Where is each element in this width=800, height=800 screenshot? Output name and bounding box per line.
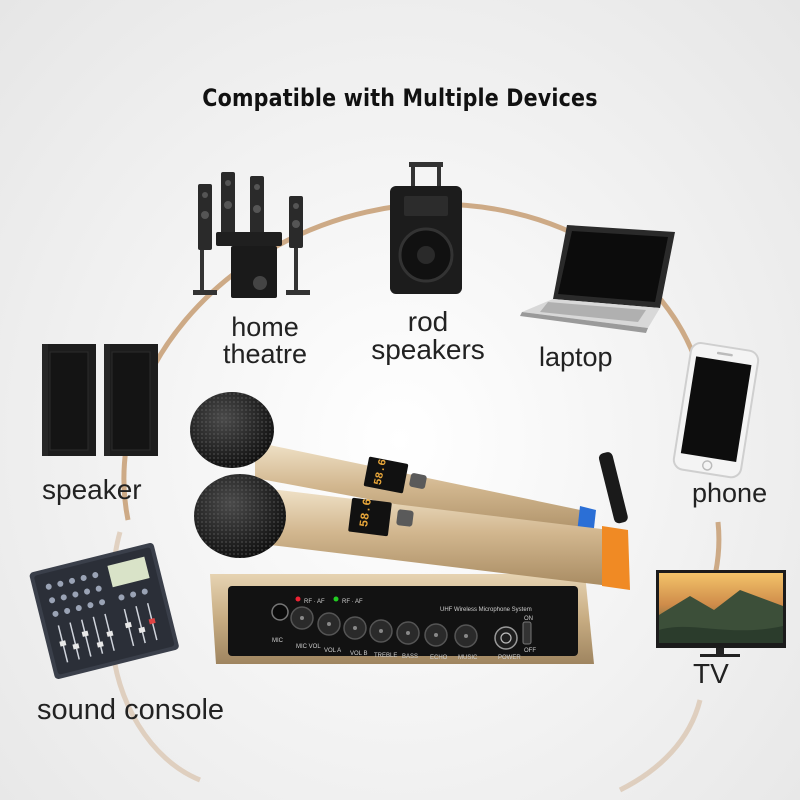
- receiver-panel-labels: RF · AF RF · AF UHF Wireless Microphone …: [272, 599, 536, 661]
- mic-display-front: 58.6: [357, 498, 375, 528]
- label-speaker: speaker: [42, 474, 142, 505]
- label-tv: TV: [693, 658, 729, 689]
- receiver-channel-b: RF · AF: [342, 599, 363, 605]
- rod-speaker-icon: [390, 162, 462, 294]
- svg-text:ECHO: ECHO: [430, 655, 448, 661]
- laptop-icon: [520, 225, 675, 333]
- svg-text:VOL B: VOL B: [350, 651, 367, 657]
- svg-text:MIC VOL: MIC VOL: [296, 644, 321, 650]
- svg-text:ON: ON: [524, 616, 533, 622]
- page-title: Compatible with Multiple Devices: [202, 84, 598, 112]
- sound-console-icon: [29, 542, 179, 679]
- microphone-front: [194, 474, 630, 590]
- label-sound-console: sound console: [37, 694, 225, 726]
- label-laptop: laptop: [539, 342, 613, 372]
- receiver-channel-a: RF · AF: [304, 599, 325, 605]
- mic-display-back: 58.6: [373, 458, 390, 486]
- microphone-back: [190, 392, 596, 546]
- home-theatre-icon: [193, 172, 310, 298]
- receiver-brand-text: UHF Wireless Microphone System: [440, 607, 532, 613]
- tv-icon: [656, 570, 786, 657]
- receiver-unit: RF · AF RF · AF UHF Wireless Microphone …: [210, 452, 628, 664]
- svg-text:VOL A: VOL A: [324, 648, 341, 654]
- speaker-pair-icon: [42, 344, 158, 456]
- label-rod-speakers: rod speakers: [371, 306, 485, 365]
- svg-text:TREBLE: TREBLE: [374, 653, 397, 659]
- svg-text:BASS: BASS: [402, 654, 418, 660]
- label-phone: phone: [692, 478, 768, 508]
- svg-text:POWER: POWER: [498, 655, 521, 661]
- label-home-theatre: home theatre: [222, 312, 308, 369]
- svg-text:MUSIC: MUSIC: [458, 655, 478, 661]
- svg-text:MIC: MIC: [272, 638, 284, 644]
- phone-icon: [672, 342, 760, 479]
- svg-text:OFF: OFF: [524, 648, 536, 654]
